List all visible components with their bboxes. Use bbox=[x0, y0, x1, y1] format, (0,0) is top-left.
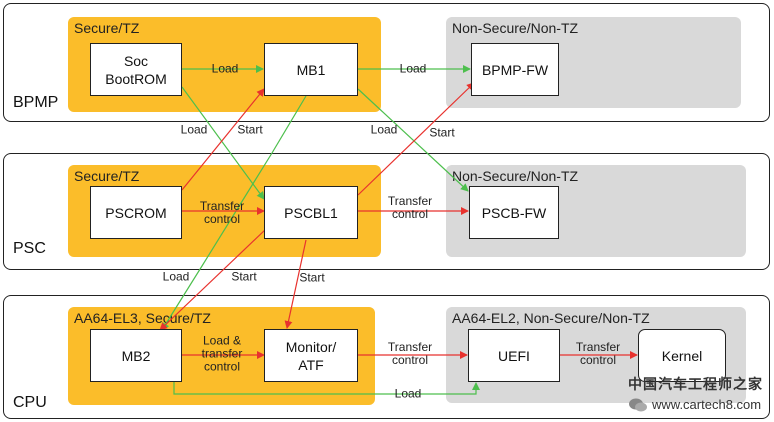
label-pscbl1-bpmpfw: Start bbox=[429, 125, 455, 140]
mb2-node: MB2 bbox=[90, 329, 182, 382]
label-pscbl1-monitor: Start bbox=[299, 270, 325, 285]
label-pscrom-pscbl1: Transfer control bbox=[199, 199, 245, 226]
watermark-url: www.cartech8.com bbox=[652, 397, 762, 412]
edge-pscbl1-bpmpfw bbox=[357, 82, 475, 196]
label-monitor-uefi: Transfer control bbox=[387, 340, 433, 367]
label-pscrom-mb1: Start bbox=[237, 122, 263, 137]
edge-mb2-uefi bbox=[173, 382, 480, 395]
wechat-icon bbox=[629, 398, 647, 412]
bpmp-lane-label: BPMP bbox=[13, 94, 59, 111]
edge-pscbl1-monitor bbox=[284, 239, 307, 329]
bpmp-nonsecure-zone-title: Non-Secure/Non-TZ bbox=[452, 20, 579, 36]
psc-nonsecure-zone-title: Non-Secure/Non-TZ bbox=[452, 168, 579, 184]
pscrom-node: PSCROM bbox=[90, 186, 182, 239]
label-pscbl1-mb2: Start bbox=[231, 269, 257, 284]
bpmp-fw-node: BPMP-FW bbox=[471, 43, 559, 96]
soc-bootrom-node: Soc BootROM bbox=[90, 43, 182, 96]
edge-mb1-mb2 bbox=[161, 95, 307, 331]
label-mb1-mb2: Load bbox=[162, 269, 190, 284]
monitor-atf-node: Monitor/ ATF bbox=[264, 329, 358, 382]
label-bootrom-mb1: Load bbox=[211, 61, 239, 76]
cpu-lane-label: CPU bbox=[13, 394, 47, 411]
watermark: 中国汽车工程师之家 www.cartech8.com bbox=[624, 372, 772, 418]
edge-bootrom-pscbl1 bbox=[181, 86, 265, 200]
label-mb1-pscbfw: Load bbox=[370, 122, 398, 137]
watermark-title: 中国汽车工程师之家 bbox=[628, 376, 763, 392]
edge-pscbl1-mb2 bbox=[159, 228, 267, 331]
psc-lane-label: PSC bbox=[13, 240, 46, 257]
bpmp-secure-zone-title: Secure/TZ bbox=[74, 20, 140, 36]
mb1-node: MB1 bbox=[264, 43, 358, 96]
label-pscbl1-pscbfw: Transfer control bbox=[387, 194, 433, 221]
label-mb1-bpmpfw: Load bbox=[399, 61, 427, 76]
pscb-fw-node: PSCB-FW bbox=[469, 186, 559, 239]
cpu-nonsecure-zone-title: AA64-EL2, Non-Secure/Non-TZ bbox=[452, 310, 650, 326]
label-mb2-uefi: Load bbox=[394, 386, 422, 401]
edge-mb1-pscbfw bbox=[357, 88, 469, 192]
label-mb2-monitor: Load & transfer control bbox=[201, 333, 243, 374]
edge-pscrom-mb1 bbox=[181, 88, 265, 191]
psc-secure-zone-title: Secure/TZ bbox=[74, 168, 140, 184]
kernel-node: Kernel bbox=[638, 329, 726, 382]
uefi-node: UEFI bbox=[468, 329, 560, 382]
label-uefi-kernel: Transfer control bbox=[575, 340, 621, 367]
pscbl1-node: PSCBL1 bbox=[264, 186, 358, 239]
label-bootrom-pscbl1: Load bbox=[180, 122, 208, 137]
